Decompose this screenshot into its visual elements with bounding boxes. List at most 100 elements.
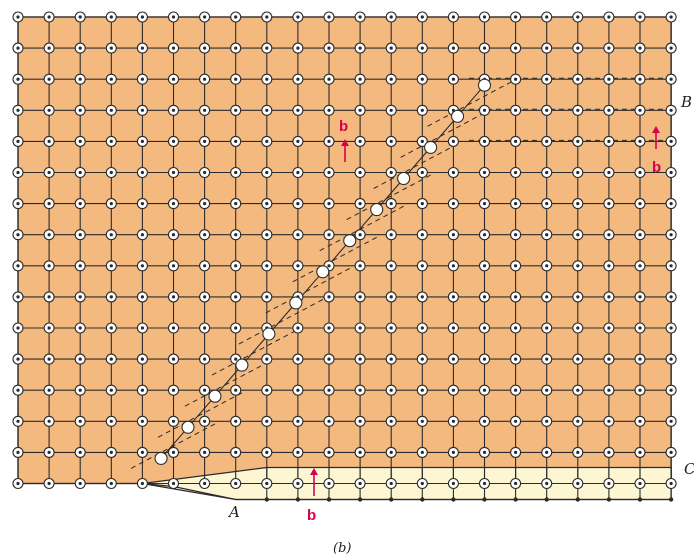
atom-core <box>109 419 113 423</box>
atom-core <box>638 108 642 112</box>
atom-core <box>576 419 580 423</box>
atom <box>343 234 357 248</box>
dislocation-line <box>430 115 458 148</box>
bottom-atom <box>606 497 612 502</box>
atom-core <box>140 326 144 330</box>
atom-core <box>109 481 113 486</box>
atom-core <box>576 264 580 268</box>
atom-core <box>140 15 144 19</box>
atom-core <box>16 295 20 299</box>
atom-core <box>389 419 393 423</box>
atom-core <box>78 233 82 237</box>
atom-core <box>420 450 424 454</box>
atom-core <box>47 77 51 81</box>
atom-core <box>358 450 362 454</box>
atom-core <box>16 326 20 330</box>
atom-core <box>545 450 549 454</box>
atom-core <box>327 202 331 206</box>
dashed-bond <box>184 359 273 407</box>
atom-core <box>296 357 300 361</box>
atom-core <box>78 388 82 392</box>
atom-core <box>545 15 549 19</box>
atom-core <box>451 357 455 361</box>
atom-core <box>203 388 207 392</box>
atom-core <box>203 139 207 143</box>
atom-core <box>389 295 393 299</box>
dislocation-line <box>241 333 270 366</box>
atom-core <box>234 108 238 112</box>
atom-core <box>16 46 20 50</box>
atom-core <box>47 264 51 268</box>
atom-core <box>451 202 455 206</box>
atom-core <box>296 388 300 392</box>
atom-core <box>482 357 487 361</box>
atom-core <box>234 326 238 330</box>
atom-core <box>482 419 487 423</box>
atom-core <box>296 15 300 19</box>
atom <box>370 203 384 217</box>
atom-core <box>358 170 362 175</box>
atom-core <box>203 170 207 175</box>
bottom-atom <box>668 497 674 502</box>
atom-core <box>296 264 300 268</box>
atom-core <box>669 326 673 330</box>
atom-core <box>482 108 487 112</box>
atom-core <box>669 15 673 19</box>
atom-core <box>514 77 518 81</box>
atom-core <box>265 357 269 361</box>
atom-core <box>669 388 673 392</box>
atom-core <box>78 326 82 330</box>
atom-core <box>576 139 580 143</box>
atom-core <box>451 388 455 392</box>
atom-core <box>78 15 82 19</box>
atom-core <box>420 295 424 299</box>
atom-core <box>669 170 673 175</box>
atom-core <box>78 481 82 486</box>
atom-core <box>109 170 113 175</box>
atom-core <box>451 419 455 423</box>
atom <box>154 451 168 465</box>
bottom-edge-line <box>142 482 236 501</box>
atom-core <box>203 295 207 299</box>
atom-core <box>607 388 611 392</box>
atom-core <box>607 139 611 143</box>
bottom-atom <box>264 497 269 502</box>
atom-core <box>389 139 393 143</box>
atom-core <box>638 202 642 206</box>
atom-core <box>265 170 269 175</box>
atom-core <box>545 264 549 268</box>
atom-core <box>265 108 269 112</box>
atom-core <box>358 357 362 361</box>
atom-core <box>47 388 51 392</box>
atom-core <box>669 357 673 361</box>
atom-core <box>327 108 331 112</box>
atom-core <box>78 202 82 206</box>
burgers-arrow-head <box>341 139 349 146</box>
atom-core <box>78 139 82 143</box>
atom-core <box>669 264 673 268</box>
dashed-bond <box>211 328 300 376</box>
atom-core <box>389 450 393 454</box>
dashed-bond <box>319 204 407 252</box>
atom-core <box>327 46 331 50</box>
dashed-bond <box>157 390 246 438</box>
atom-core <box>296 108 300 112</box>
atom-core <box>389 170 393 175</box>
atom-core <box>358 388 362 392</box>
bottom-atom <box>513 497 518 502</box>
atom-core <box>296 170 300 175</box>
atom-core <box>420 77 424 81</box>
atom-core <box>420 481 424 486</box>
atom-core <box>265 450 269 454</box>
atom-core <box>514 326 518 330</box>
atom-core <box>265 295 269 299</box>
atom-core <box>638 264 642 268</box>
atom-core <box>296 46 300 50</box>
atom-core <box>16 15 20 19</box>
atom-core <box>109 139 113 143</box>
atom-core <box>607 419 611 423</box>
atom-core <box>265 481 269 486</box>
atom-core <box>607 202 611 206</box>
atom-core <box>203 15 207 19</box>
atom-core <box>545 295 549 299</box>
